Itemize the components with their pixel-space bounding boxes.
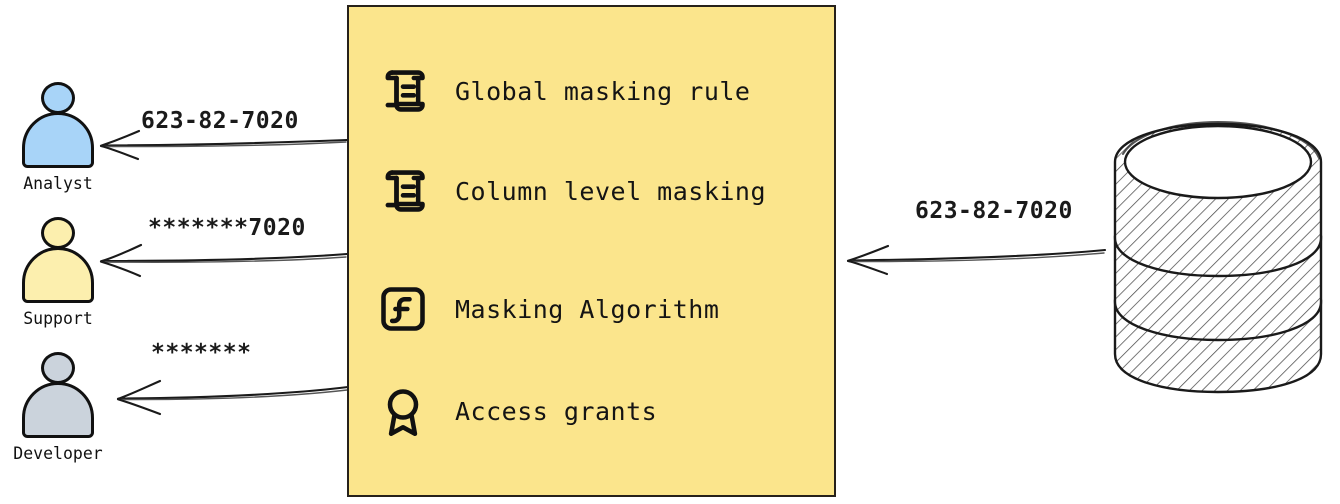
actor-support: Support [0,217,118,328]
policy-item-label: Masking Algorithm [455,294,720,324]
person-body [22,112,94,168]
actor-label: Support [23,309,93,328]
person-icon [20,82,96,168]
person-icon [20,352,96,438]
scroll-icon [385,170,425,212]
flow-label-source: 623-82-7020 [915,198,1073,224]
flow-label-support: *******7020 [148,215,306,241]
award-icon [387,389,419,437]
policy-item-access-grants[interactable]: Access grants [377,385,657,437]
flow-label-developer: ******* [151,340,252,366]
arrow-to-analyst [99,129,349,161]
policy-item-column-level-masking[interactable]: Column level masking [377,165,766,217]
arrow-to-support [99,243,349,278]
policy-item-label: Column level masking [455,176,767,206]
person-body [22,247,94,303]
person-icon [20,217,96,303]
person-head [41,352,75,384]
policy-item-global-masking-rule[interactable]: Global masking rule [377,65,750,117]
policy-item-label: Global masking rule [455,76,751,106]
policy-item-masking-algorithm[interactable]: Masking Algorithm [377,283,719,335]
flow-label-analyst: 623-82-7020 [141,108,299,134]
policy-item-label: Access grants [455,396,658,426]
function-icon [381,287,425,331]
person-body [22,382,94,438]
actor-developer: Developer [0,352,118,463]
policy-panel: Global masking rule Column level masking [347,5,836,497]
actor-label: Analyst [23,174,93,193]
scroll-icon [385,70,425,112]
person-head [41,82,75,114]
actor-analyst: Analyst [0,82,118,193]
arrow-from-database [846,244,1107,276]
database-cylinder-icon [1105,118,1330,398]
arrow-to-developer [116,379,350,416]
person-head [41,217,75,249]
actor-label: Developer [13,444,103,463]
